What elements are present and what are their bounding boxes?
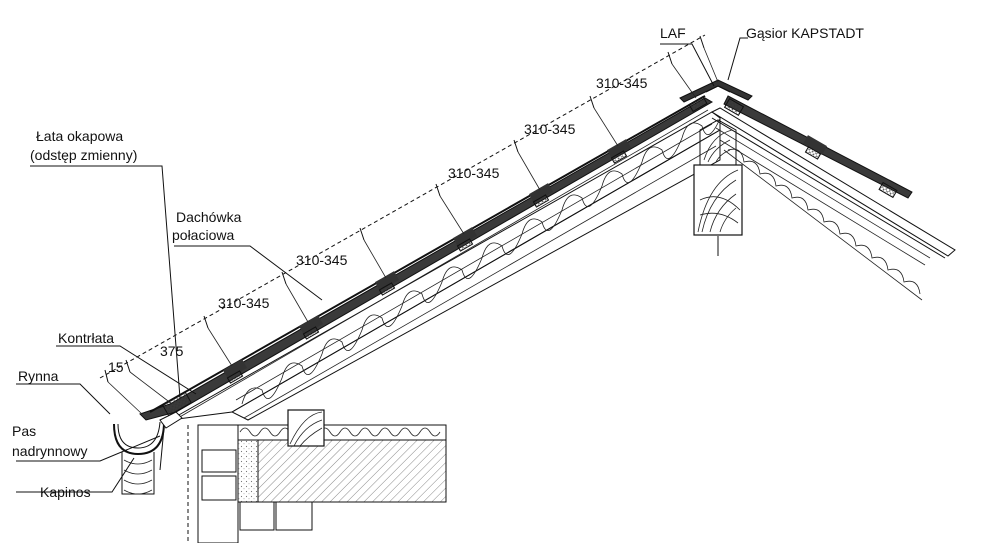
dim-batten-spacing: 310-345 [218,295,270,311]
dim-eaves-offset: 15 [108,359,124,375]
eaves-batten [162,391,192,417]
label-lata-okapowa: Łata okapowa [36,128,123,144]
batten [298,315,324,340]
left-rafter [169,103,723,421]
label-kapinos: Kapinos [40,484,91,500]
label-polaciowa: połaciowa [172,227,234,243]
label-laf: LAF [660,25,686,41]
ceiling-insulation [237,424,447,441]
label-nadrynnowy: nadrynnowy [12,443,88,459]
label-rynna: Rynna [18,368,59,384]
leader-lines [16,37,748,493]
batten [452,227,478,252]
masonry-wall [187,424,447,543]
batten [606,139,632,164]
wall-plate [287,409,325,447]
batten [222,359,248,384]
label-pas: Pas [12,423,36,439]
labels: Łata okapowa (odstęp zmienny) Dachówka p… [12,25,864,500]
dim-batten-spacing: 310-345 [524,121,576,137]
dimension-lines [99,34,719,415]
label-gasior: Gąsior KAPSTADT [746,25,864,41]
dim-batten-spacing: 310-345 [448,165,500,181]
battens-left [162,95,708,417]
dim-batten-spacing: 310-345 [596,75,648,91]
label-lata-okapowa-note: (odstęp zmienny) [30,147,137,163]
label-dachowka: Dachówka [176,209,242,225]
dim-batten-spacing: 310-345 [296,252,348,268]
batten [528,183,554,208]
ridge-beam [693,119,743,256]
ridge-tile [679,79,753,103]
battens-right [723,97,898,199]
dim-eaves-batten: 375 [160,343,184,359]
batten [374,271,400,296]
label-kontrlata: Kontrłata [58,330,114,346]
batten [688,95,708,113]
gutter [113,411,183,495]
right-rafter [710,107,956,301]
